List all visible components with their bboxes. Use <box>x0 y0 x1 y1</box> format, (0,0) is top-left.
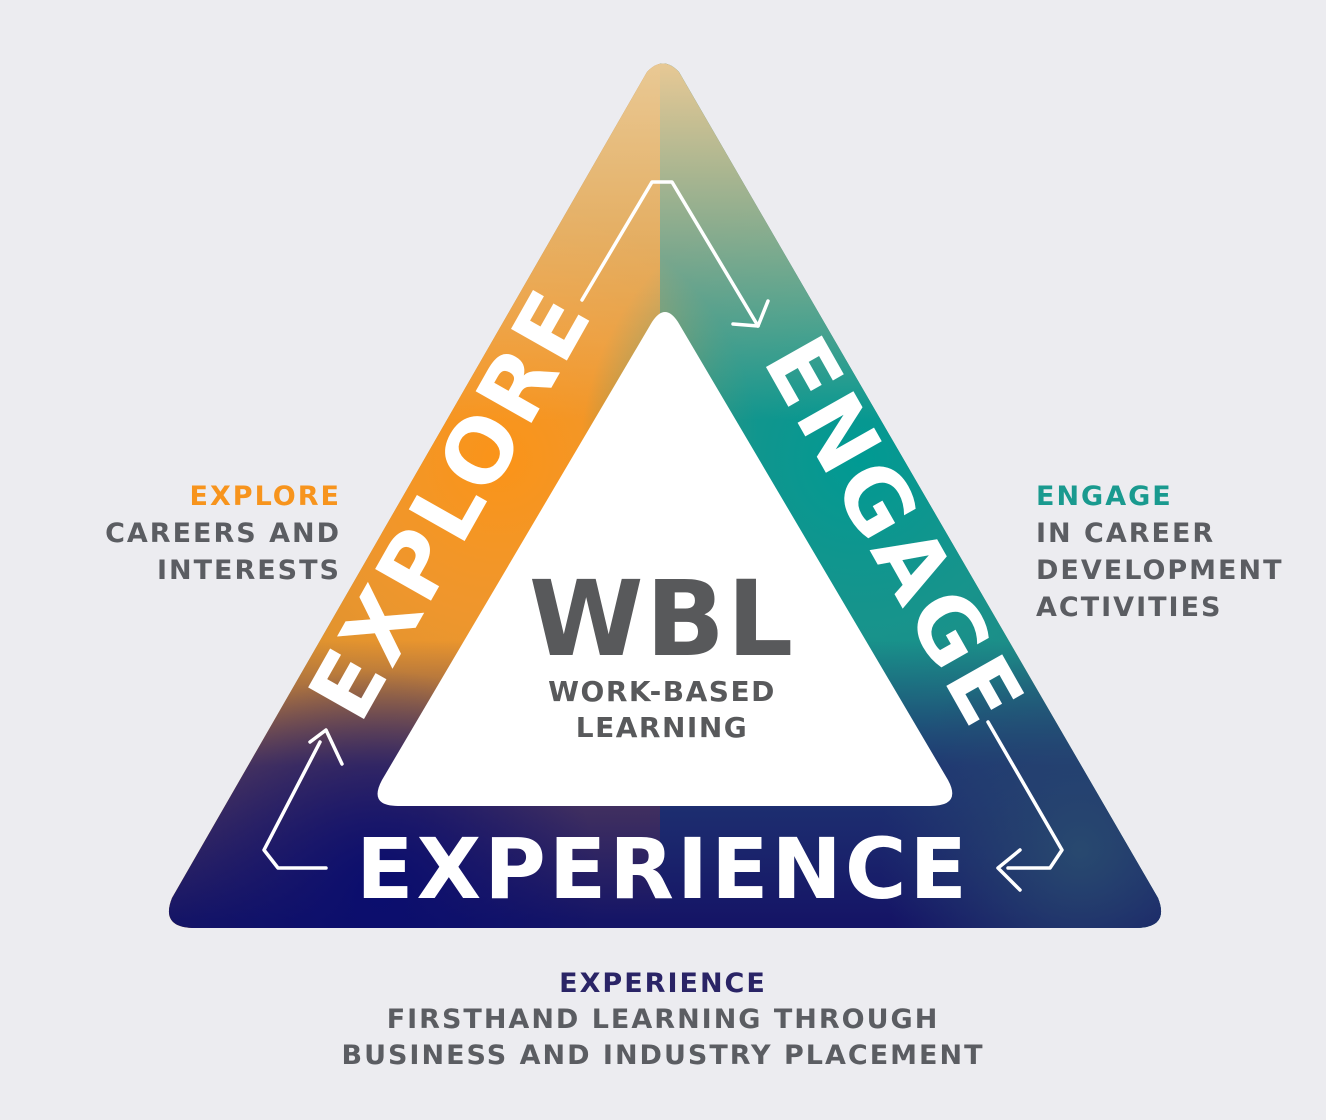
inner-triangle <box>377 312 953 806</box>
arrowhead-explore-icon <box>308 728 344 766</box>
explore-line-2: INTERESTS <box>156 555 341 586</box>
band-label-experience: EXPERIENCE <box>356 820 970 918</box>
wbl-triangle-diagram: EXPLORE ENGAGE EXPERIENCE WBL WORK-BASED… <box>168 63 1162 928</box>
center-acronym: WBL <box>529 558 795 680</box>
experience-line-2: BUSINESS AND INDUSTRY PLACEMENT <box>341 1040 985 1071</box>
arrowhead-engage-icon <box>731 299 770 328</box>
arrowhead-experience-icon <box>996 848 1022 892</box>
explore-description: EXPLORE CAREERS AND INTERESTS <box>105 478 341 589</box>
experience-heading: EXPERIENCE <box>559 968 767 999</box>
engage-description: ENGAGE IN CAREER DEVELOPMENT ACTIVITIES <box>1036 478 1284 626</box>
explore-line-1: CAREERS AND <box>105 518 341 549</box>
arrow-experience-to-explore <box>262 740 328 870</box>
experience-line-1: FIRSTHAND LEARNING THROUGH <box>386 1004 940 1035</box>
explore-heading: EXPLORE <box>189 481 341 512</box>
cycle-arrows <box>262 180 1064 892</box>
engage-line-1: IN CAREER <box>1036 518 1216 549</box>
experience-description: EXPERIENCE FIRSTHAND LEARNING THROUGH BU… <box>0 966 1326 1074</box>
engage-line-2: DEVELOPMENT <box>1036 555 1284 586</box>
arrow-engage-to-experience <box>986 720 1064 870</box>
center-subtitle-line2: LEARNING <box>576 711 748 744</box>
arrow-explore-to-engage <box>580 180 760 328</box>
engage-line-3: ACTIVITIES <box>1036 592 1223 623</box>
center-subtitle-line1: WORK-BASED <box>548 675 776 708</box>
engage-heading: ENGAGE <box>1036 481 1173 512</box>
